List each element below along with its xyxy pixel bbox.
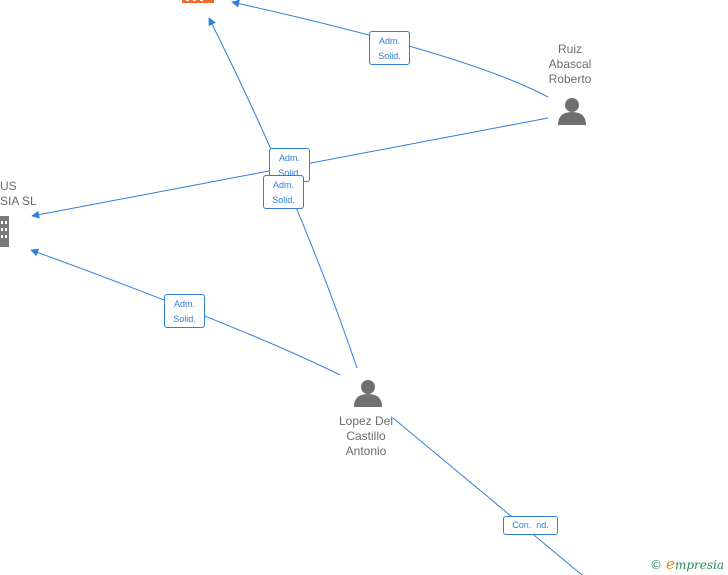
node-label-line: SIA SL <box>0 194 37 208</box>
node-label-line: Ruiz <box>557 42 582 56</box>
node-label-line: Abascal <box>548 57 592 71</box>
empresia-watermark: ©empresia <box>650 555 724 573</box>
edge-badge-line: Solid. <box>278 168 301 178</box>
edge-badge-line: Solid. <box>272 195 295 205</box>
edge-badge-ruiz-to-top[interactable]: Adm. Solid. <box>369 31 410 65</box>
node-label-line: US <box>0 179 17 193</box>
edge-badge-lopez-to-top[interactable]: Adm. Solid. <box>263 175 304 209</box>
node-label-ruiz: Ruiz Abascal Roberto <box>530 42 610 87</box>
node-label-line: Antonio <box>345 444 387 458</box>
company-left-icon[interactable] <box>0 216 9 247</box>
edge-line-lopez-to-bottom <box>392 417 583 575</box>
person-icon-lopez[interactable] <box>354 380 382 407</box>
edge-badge-line: Solid. <box>378 51 401 61</box>
node-label-line: Castillo <box>346 429 386 443</box>
edge-badge-line: Adm. <box>272 180 294 190</box>
company-top-icon[interactable] <box>182 0 214 3</box>
edge-badge-line: Adm. <box>278 153 300 163</box>
edge-badge-lopez-to-left[interactable]: Adm. Solid. <box>164 294 205 328</box>
edge-badge-line: Solid. <box>173 314 196 324</box>
node-label-company-left: US SIA SL <box>0 179 37 209</box>
brand-name: mpresia <box>674 558 724 572</box>
node-label-line: Roberto <box>548 72 592 86</box>
edge-line-ruiz-to-top <box>231 0 549 98</box>
edge-line-lopez-to-left <box>30 248 341 376</box>
brand-initial: e <box>666 555 675 573</box>
edge-badge-line: Con. nd. <box>512 520 549 530</box>
node-label-line: Lopez Del <box>338 414 394 428</box>
copyright-symbol: © <box>650 558 663 572</box>
edge-badge-line: Adm. <box>173 299 195 309</box>
node-label-lopez: Lopez Del Castillo Antonio <box>321 414 411 459</box>
edge-badge-line: Adm. <box>378 36 400 46</box>
person-icon-ruiz[interactable] <box>558 98 586 125</box>
edge-badge-lopez-to-bottom[interactable]: Con. nd. <box>503 516 558 535</box>
